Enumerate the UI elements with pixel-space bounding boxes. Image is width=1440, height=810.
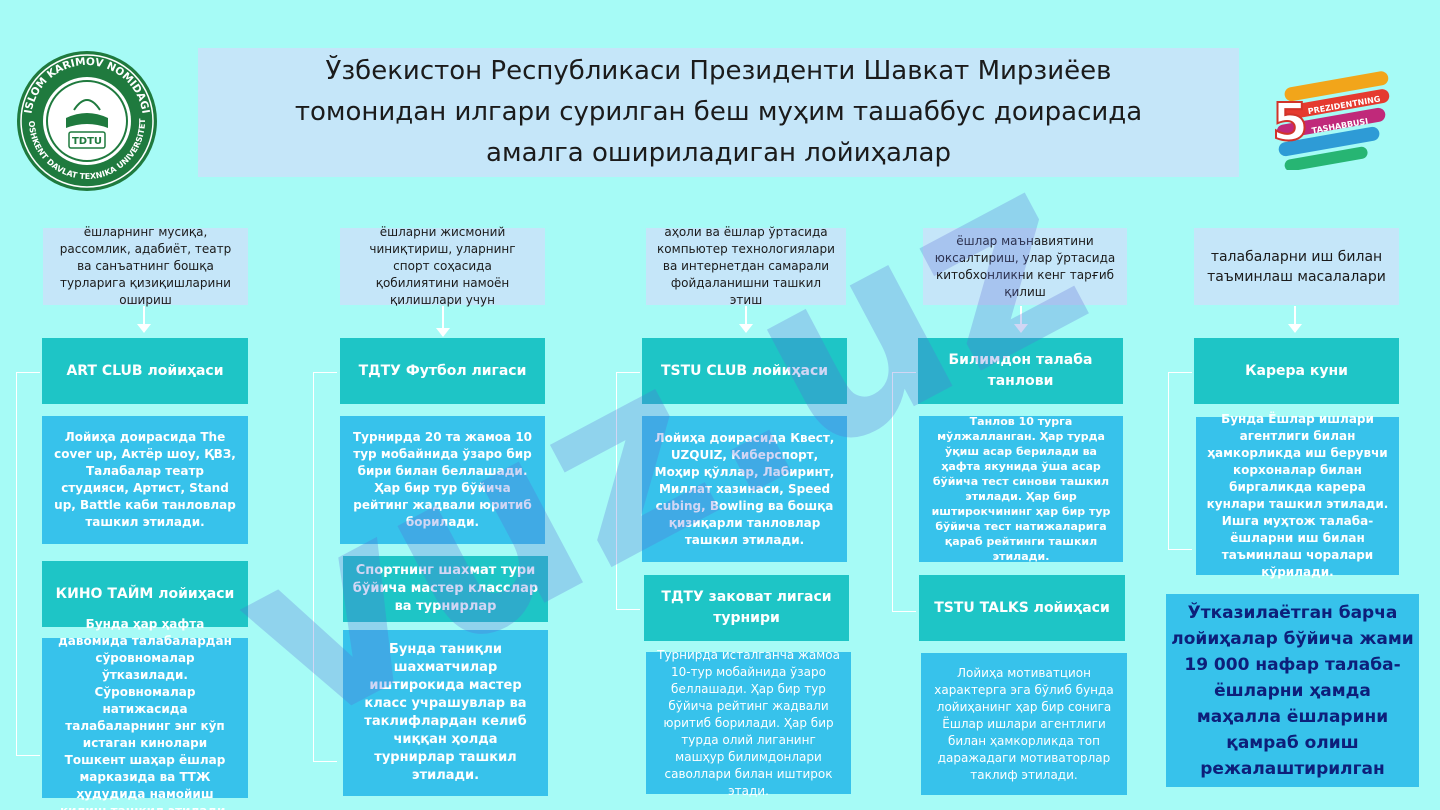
logo-digit: 5 [1272, 93, 1308, 153]
summary-box: Ўтказилаётган барча лойиҳалар бўйича жам… [1166, 594, 1419, 787]
project-title-football-league: ТДТУ Футбол лигаси [340, 338, 545, 404]
arrow-2 [436, 306, 450, 337]
project-title-tstu-club: TSTU CLUB лойиҳаси [642, 338, 847, 404]
project-title-zakovat: ТДТУ заковат лигаси турнири [644, 575, 849, 641]
project-title-career-day: Карера куни [1194, 338, 1399, 404]
page-title: Ўзбекистон Республикаси Президенти Шавка… [198, 48, 1239, 177]
title-line-3: амалга ошириладиган лойиҳалар [486, 138, 951, 168]
bracket-1 [16, 372, 40, 756]
bracket-3 [616, 372, 640, 610]
project-desc-kino-taym: Бунда ҳар ҳафта давомида талабалардан сў… [42, 617, 248, 810]
project-title-chess: Спортнинг шахмат тури бўйича мастер клас… [343, 556, 548, 622]
project-desc-bilimdon: Танлов 10 турга мўлжалланган. Ҳар турда … [919, 415, 1123, 563]
column-4-need: ёшлар маънавиятини юксалтириш, улар ўрта… [923, 228, 1127, 305]
column-1-need: ёшларнинг мусиқа, рассомлик, адабиёт, те… [43, 225, 248, 307]
five-initiatives-logo-icon: 5 PREZIDENTNING TASHABBUSI [1262, 70, 1397, 172]
university-seal-icon: ISLOM KARIMOV NOMIDAGI TOSHKENT DAVLAT T… [13, 43, 158, 192]
arrow-4 [1014, 306, 1028, 333]
project-desc-tstu-talks: Лойиҳа мотиватцион характерга эга бўлиб … [921, 653, 1127, 795]
bracket-2 [313, 372, 337, 762]
project-desc-chess: Бунда таниқли шахматчилар иштирокида мас… [343, 630, 548, 796]
title-line-1: Ўзбекистон Республикаси Президенти Шавка… [325, 56, 1112, 86]
bracket-4 [892, 372, 916, 612]
project-title-kino-taym: КИНО ТАЙМ лойиҳаси [42, 561, 248, 627]
column-2-need: ёшларни жисмоний чиниқтириш, уларнинг сп… [340, 225, 545, 307]
project-desc-career-day: Бунда Ёшлар ишлари агентлиги билан ҳамко… [1196, 412, 1399, 579]
arrow-3 [739, 306, 753, 333]
seal-abbr: TDTU [72, 136, 102, 147]
project-desc-football-league: Турнирда 20 та жамоа 10 тур мобайнида ўз… [340, 416, 545, 544]
title-line-2: томонидан илгари сурилган беш муҳим таша… [294, 97, 1143, 127]
column-3-need: аҳоли ва ёшлар ўртасида компьютер технол… [646, 225, 846, 307]
project-desc-art-club: Лойиҳа доирасида The cover up, Актёр шоу… [42, 416, 248, 544]
project-desc-zakovat: Турнирда исталганча жамоа 10-тур мобайни… [646, 648, 851, 798]
arrow-1 [137, 306, 151, 333]
arrow-5 [1288, 306, 1302, 333]
bracket-5 [1168, 372, 1192, 550]
project-desc-tstu-club: Лойиҳа доирасида Квест, UZQUIZ, Киберспо… [642, 416, 847, 562]
project-title-tstu-talks: TSTU TALKS лойиҳаси [919, 575, 1125, 641]
column-5-need: талабаларни иш билан таъминлаш масалалар… [1194, 228, 1399, 305]
project-title-bilimdon: Билимдон талаба танлови [918, 338, 1123, 404]
project-title-art-club: ART CLUB лойиҳаси [42, 338, 248, 404]
